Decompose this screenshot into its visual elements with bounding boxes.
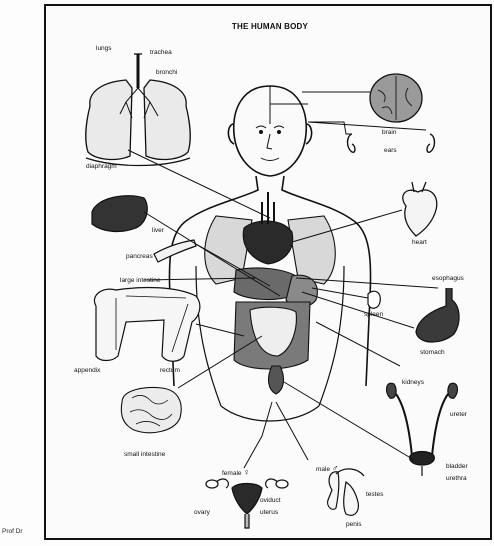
label-trachea: trachea bbox=[150, 50, 172, 57]
label-lungs: lungs bbox=[96, 46, 112, 53]
label-brain: brain bbox=[382, 130, 396, 137]
label-urethra: urethra bbox=[446, 476, 467, 483]
label-penis: penis bbox=[346, 522, 362, 529]
label-male: male ♂ bbox=[316, 464, 339, 474]
male-symbol-icon: ♂ bbox=[332, 463, 339, 473]
label-testes: testes bbox=[366, 492, 383, 499]
heart-illustration bbox=[403, 182, 437, 236]
torso-bladder bbox=[269, 366, 284, 394]
liver-illustration bbox=[92, 196, 147, 232]
anatomy-illustration bbox=[46, 6, 494, 542]
diagram-sheet: THE HUMAN BODY bbox=[44, 4, 492, 540]
label-ovary: ovary bbox=[194, 510, 210, 517]
large-intestine-illustration bbox=[94, 288, 199, 362]
label-appendix: appendix bbox=[74, 368, 100, 375]
female-text: female bbox=[222, 470, 242, 477]
label-stomach: stomach bbox=[420, 350, 445, 357]
label-liver: liver bbox=[152, 228, 164, 235]
pancreas-illustration bbox=[154, 240, 196, 262]
label-small-intestine: small intestine bbox=[124, 452, 165, 459]
label-large-intestine: large intestine bbox=[120, 278, 160, 285]
label-diaphragm: diaphragm bbox=[86, 164, 117, 171]
torso-lung-right bbox=[288, 216, 335, 284]
label-spleen: spleen bbox=[364, 312, 383, 319]
label-bronchi: bronchi bbox=[156, 70, 177, 77]
spleen-illustration bbox=[368, 291, 380, 308]
torso-heart bbox=[243, 221, 292, 264]
male-reproductive-illustration bbox=[328, 469, 364, 515]
label-ureter: ureter bbox=[450, 412, 467, 419]
torso-organs bbox=[205, 192, 336, 394]
torso-liver bbox=[234, 268, 296, 299]
stomach-illustration bbox=[416, 288, 459, 342]
label-pancreas: pancreas bbox=[126, 254, 153, 261]
label-rectum: rectum bbox=[160, 368, 180, 375]
small-intestine-illustration bbox=[121, 388, 181, 433]
author-credit: Prof Dr bbox=[2, 528, 23, 535]
torso-aorta bbox=[262, 192, 274, 224]
label-uterus: uterus bbox=[260, 510, 278, 517]
label-bladder: bladder bbox=[446, 464, 468, 471]
label-oviduct: oviduct bbox=[260, 498, 281, 505]
label-esophagus: esophagus bbox=[432, 276, 464, 283]
brain-illustration bbox=[370, 74, 422, 122]
label-kidneys: kidneys bbox=[402, 380, 424, 387]
label-heart: heart bbox=[412, 240, 427, 247]
label-ears: ears bbox=[384, 148, 397, 155]
label-female: female ♀ bbox=[222, 468, 250, 478]
female-symbol-icon: ♀ bbox=[243, 467, 250, 477]
male-text: male bbox=[316, 466, 330, 473]
